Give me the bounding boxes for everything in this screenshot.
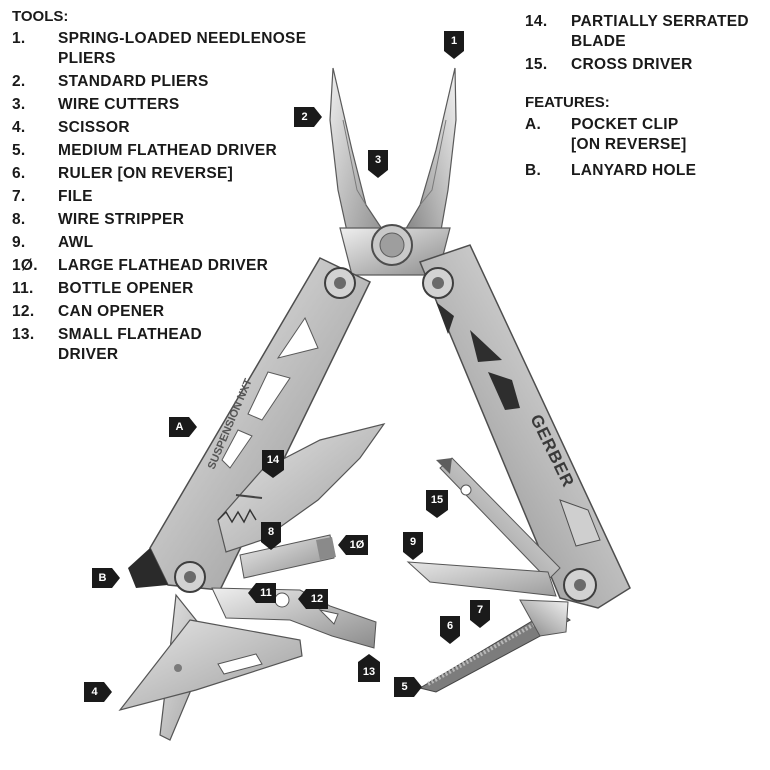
list-item: 5. MEDIUM FLATHEAD DRIVER xyxy=(12,142,277,159)
list-item: 2. STANDARD PLIERS xyxy=(12,73,209,90)
list-item: 15. CROSS DRIVER xyxy=(525,56,693,73)
callout-11: 11 xyxy=(248,583,276,603)
cross-driver xyxy=(436,457,561,581)
list-item: 12. CAN OPENER xyxy=(12,303,165,320)
callout-10: 1Ø xyxy=(338,535,368,555)
callout-6: 6 xyxy=(440,616,460,644)
list-item: 1Ø. LARGE FLATHEAD DRIVER xyxy=(12,257,269,274)
callout-15: 15 xyxy=(426,490,448,518)
callout-3: 3 xyxy=(368,150,388,178)
right-handle: GERBER xyxy=(418,244,631,609)
file xyxy=(418,599,571,693)
callout-4: 4 xyxy=(84,682,112,702)
callout-13: 13 xyxy=(358,654,380,682)
callout-5: 5 xyxy=(394,677,422,697)
features-heading: FEATURES: xyxy=(525,94,610,111)
callout-12: 12 xyxy=(298,589,328,609)
list-item: B. LANYARD HOLE xyxy=(525,162,697,179)
callout-B: B xyxy=(92,568,120,588)
callout-2: 2 xyxy=(294,107,322,127)
list-item: 9. AWL xyxy=(12,234,94,251)
callout-14: 14 xyxy=(262,450,284,478)
callout-8: 8 xyxy=(261,522,281,550)
tools-heading: TOOLS: xyxy=(12,8,69,25)
list-item: 4. SCISSOR xyxy=(12,119,130,136)
awl xyxy=(406,561,557,597)
callout-9: 9 xyxy=(403,532,423,560)
list-item: 3. WIRE CUTTERS xyxy=(12,96,180,113)
scissor xyxy=(118,593,303,741)
list-item: A. POCKET CLIP[ON REVERSE] xyxy=(525,116,687,153)
list-item: 7. FILE xyxy=(12,188,93,205)
callout-A: A xyxy=(169,417,197,437)
needlenose-pliers xyxy=(329,67,457,249)
list-item: 6. RULER [ON REVERSE] xyxy=(12,165,234,182)
callout-7: 7 xyxy=(470,600,490,628)
list-item: 11. BOTTLE OPENER xyxy=(12,280,194,297)
list-item: 8. WIRE STRIPPER xyxy=(12,211,185,228)
large-flathead-driver xyxy=(239,534,336,579)
callout-1: 1 xyxy=(444,31,464,59)
